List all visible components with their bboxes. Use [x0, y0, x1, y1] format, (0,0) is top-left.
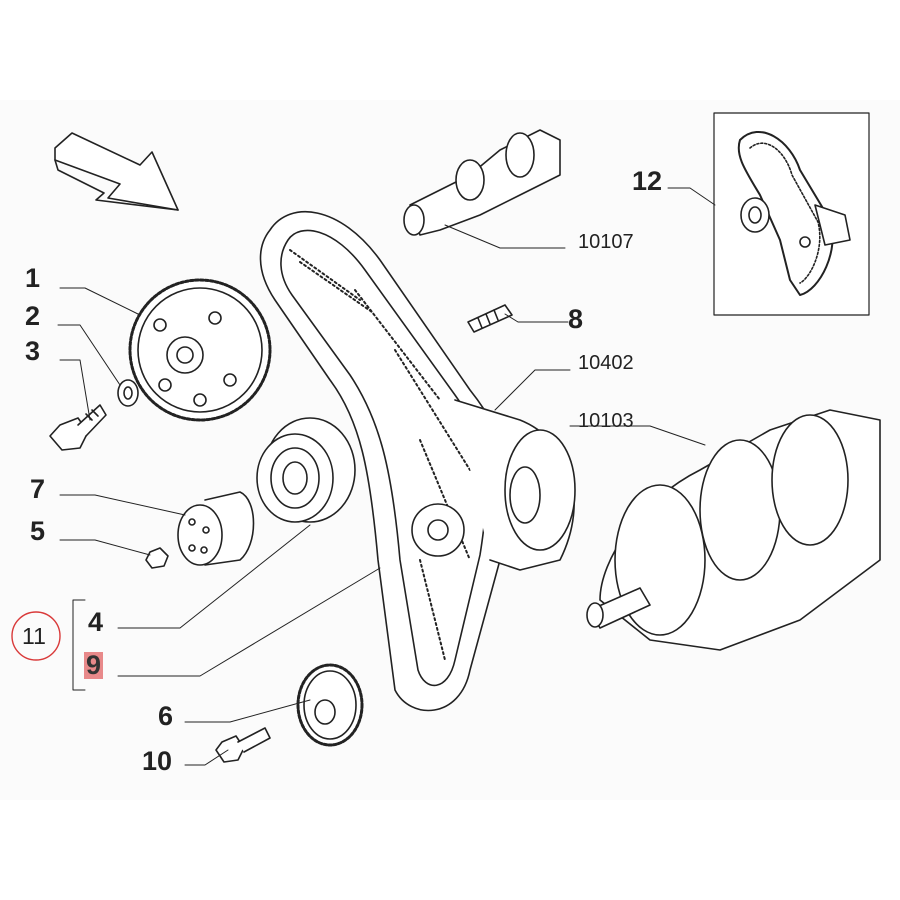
callout-10[interactable]: 10	[142, 746, 173, 776]
callout-7[interactable]: 7	[30, 474, 46, 504]
callout-5[interactable]: 5	[30, 516, 46, 546]
group-ring	[11, 611, 61, 661]
stud	[467, 304, 513, 333]
tensioner-pulley	[256, 417, 356, 523]
callout-3[interactable]: 3	[25, 336, 41, 366]
callout-11-group[interactable]: 11	[22, 623, 46, 649]
callout-2[interactable]: 2	[25, 301, 41, 331]
camshaft	[403, 129, 561, 236]
camshaft-gear	[128, 278, 272, 422]
callout-12[interactable]: 12	[632, 166, 663, 196]
nut	[145, 547, 169, 569]
callout-9-highlighted[interactable]: 9	[84, 650, 104, 680]
callout-8[interactable]: 8	[568, 304, 584, 334]
camshaft-bolt	[49, 404, 107, 451]
callout-1[interactable]: 1	[25, 263, 41, 293]
callout-6[interactable]: 6	[158, 701, 174, 731]
crank-bolt	[215, 727, 271, 763]
washer	[117, 379, 139, 407]
direction-arrow	[54, 132, 179, 211]
crankshaft-gear	[296, 663, 364, 747]
callout-4[interactable]: 4	[88, 607, 104, 637]
callout-10103[interactable]: 10103	[578, 410, 634, 432]
leader-lines	[57, 187, 716, 766]
tensioner-body	[177, 491, 255, 566]
callout-10402[interactable]: 10402	[578, 352, 634, 374]
callout-10107[interactable]: 10107	[578, 231, 634, 253]
crankshaft	[586, 409, 881, 651]
